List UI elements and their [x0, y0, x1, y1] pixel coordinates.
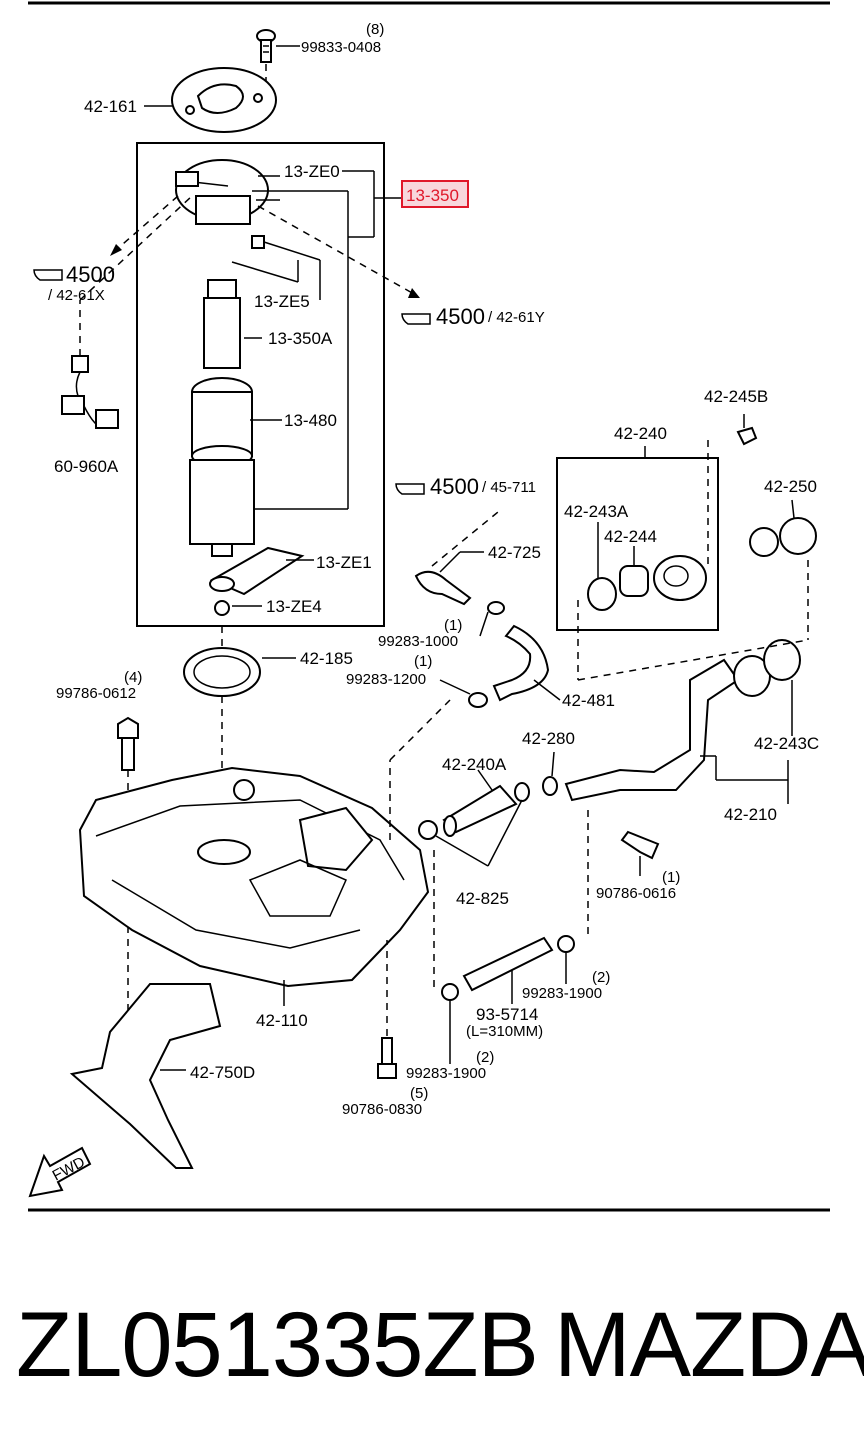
label-42-240: 42-240	[614, 424, 667, 443]
label-42-750d: 42-750D	[190, 1063, 255, 1082]
label-42-245b: 42-245B	[704, 387, 768, 406]
label-42-825: 42-825	[456, 889, 509, 908]
highlight-13-350	[401, 180, 469, 208]
label-99283-1900b: 99283-1900	[406, 1065, 486, 1082]
part-42-280	[542, 751, 558, 796]
label-clamp-qty-2a: (2)	[592, 969, 610, 986]
label-clamp-qty-1b: (1)	[414, 653, 432, 670]
label-clamp-qty-1a: (1)	[444, 617, 462, 634]
filter-13-480	[189, 377, 282, 557]
label-ref-mid-num: 4500	[430, 474, 479, 499]
dash-ref-right	[257, 205, 415, 295]
label-13-350a: 13-350A	[268, 329, 333, 348]
label-90786-0616: 90786-0616	[596, 885, 676, 902]
dash-ref-left	[115, 195, 179, 251]
hand-icon	[33, 269, 431, 495]
label-ref-left-num: 4500	[66, 262, 115, 287]
label-13-350: 13-350	[406, 186, 459, 205]
label-42-243c: 42-243C	[754, 734, 819, 753]
label-99283-1200: 99283-1200	[346, 671, 426, 688]
pump-13-350a	[203, 279, 262, 369]
guard-42-750d	[69, 983, 222, 1169]
clamp-99283-1200	[439, 679, 488, 708]
label-99283-1900a: 99283-1900	[522, 985, 602, 1002]
arrow-ref-right	[408, 288, 420, 298]
label-42-280: 42-280	[522, 729, 575, 748]
label-42-210: 42-210	[724, 805, 777, 824]
label-60-960a: 60-960A	[54, 457, 119, 476]
label-13-ze0: 13-ZE0	[284, 162, 340, 181]
bracket-ze5	[231, 235, 321, 300]
brand-name: MAZDA	[554, 1294, 864, 1396]
label-99786-0612: 99786-0612	[56, 685, 136, 702]
part-number: ZL051335ZB	[16, 1294, 539, 1396]
label-screw-part: 99833-0408	[301, 39, 381, 56]
cover-plate-42-161	[144, 67, 277, 133]
hose-42-240a	[442, 769, 518, 837]
filler-box-42-240	[556, 457, 719, 631]
label-bolt-qty-right: (1)	[662, 869, 680, 886]
label-42-725: 42-725	[488, 543, 541, 562]
screw-99833	[256, 29, 300, 84]
neck-flange	[653, 555, 707, 601]
label-42-250: 42-250	[764, 477, 817, 496]
label-ref-right-sub: / 42-61Y	[488, 309, 545, 326]
label-90786-0830: 90786-0830	[342, 1101, 422, 1118]
clip-42-245b	[736, 414, 758, 446]
label-ref-left-sub: / 42-61X	[48, 287, 105, 304]
label-42-244: 42-244	[604, 527, 657, 546]
labels: (8) 99833-0408 42-161 13-ZE0 13-350 4500…	[48, 21, 819, 1118]
label-42-185: 42-185	[300, 649, 353, 668]
lock-ring-42-185	[183, 626, 296, 840]
pipe-42-210	[564, 655, 789, 804]
gasket-42-243c	[763, 639, 801, 736]
label-cover-plate: 42-161	[84, 97, 137, 116]
label-42-481: 42-481	[562, 691, 615, 710]
filler-dashes	[577, 440, 809, 940]
label-screw-qty: (8)	[366, 21, 384, 38]
bolt-90786-0830	[377, 940, 397, 1079]
label-42-243a: 42-243A	[564, 502, 629, 521]
label-ref-right-num: 4500	[436, 304, 485, 329]
label-99283-1000: 99283-1000	[378, 633, 458, 650]
pump-flange	[175, 159, 280, 225]
float-13-ze1	[209, 546, 314, 596]
fwd-arrow: FWD	[28, 1146, 92, 1198]
label-42-240a: 42-240A	[442, 755, 507, 774]
seal-42-243a	[587, 522, 617, 611]
pump-assembly-box	[136, 142, 385, 627]
label-13-480: 13-480	[284, 411, 337, 430]
hose-93-5714	[433, 850, 575, 1064]
part-number-row: ZL051335ZB MAZDA	[0, 1290, 864, 1410]
label-ref-mid-sub: / 45-711	[482, 479, 536, 496]
label-13-ze1: 13-ZE1	[316, 553, 372, 572]
clamp-99283-1000	[479, 601, 505, 637]
label-42-110: 42-110	[256, 1011, 308, 1030]
nut-13-ze4	[214, 600, 262, 616]
fuel-tank-42-110	[78, 699, 451, 1006]
harness-60-960a	[61, 195, 193, 429]
label-hose-length: (L=310MM)	[466, 1023, 543, 1040]
label-13-ze5: 13-ZE5	[254, 292, 310, 311]
gasket-42-244	[619, 546, 649, 597]
label-bolt-qty-left: (4)	[124, 669, 142, 686]
cap-42-250	[749, 499, 817, 557]
label-13-ze4: 13-ZE4	[266, 597, 322, 616]
clamp-42-825	[418, 782, 530, 867]
label-clamp-qty-2b: (2)	[476, 1049, 494, 1066]
label-93-5714: 93-5714	[476, 1005, 538, 1024]
label-bolt-qty-5: (5)	[410, 1085, 428, 1102]
hose-42-481	[492, 624, 561, 702]
arrow-ref-left	[110, 244, 122, 256]
leader-lines-assy	[248, 170, 402, 510]
valve-42-725	[414, 511, 499, 606]
bolt-90786-0616	[620, 830, 660, 876]
